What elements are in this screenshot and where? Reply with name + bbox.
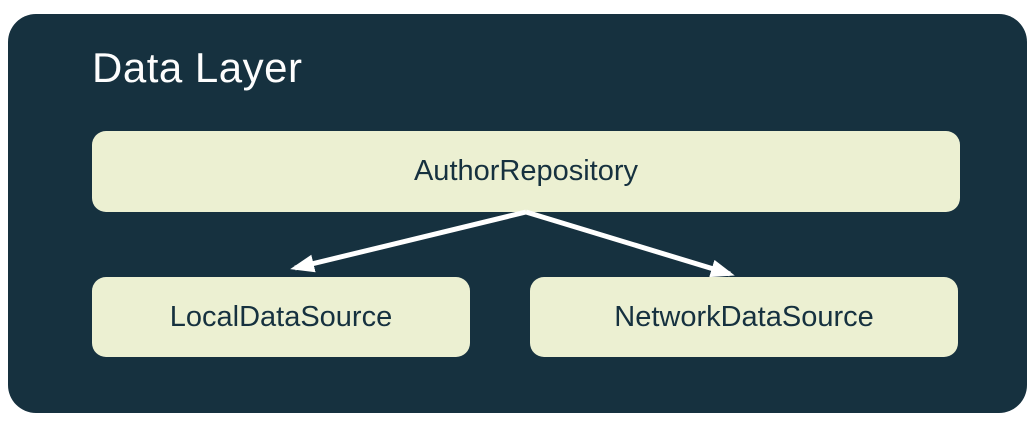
node-local-data-source-label: LocalDataSource (169, 300, 393, 333)
diagram-title: Data Layer (92, 44, 303, 91)
node-author-repository: AuthorRepository (92, 131, 960, 212)
node-local-data-source: LocalDataSource (92, 277, 470, 357)
node-author-repository-label: AuthorRepository (413, 155, 639, 187)
node-network-data-source-label: NetworkDataSource (614, 300, 874, 333)
node-network-data-source: NetworkDataSource (530, 277, 958, 357)
